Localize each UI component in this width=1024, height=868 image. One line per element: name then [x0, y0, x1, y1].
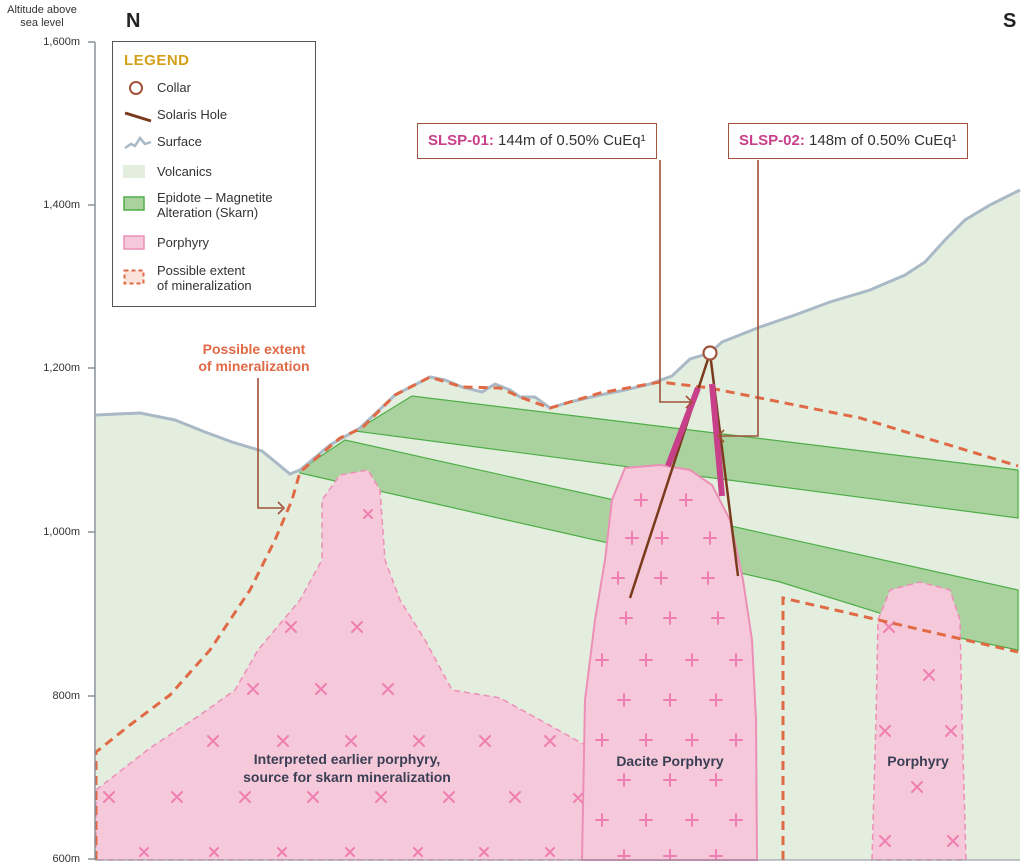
hole-id: SLSP-02:: [739, 132, 805, 149]
dacite-porphyry-label: Dacite Porphyry: [616, 753, 724, 769]
legend-label: Solaris Hole: [157, 107, 228, 122]
legend-item-solaris-hole: Solaris Hole: [123, 107, 313, 127]
legend-item-surface: Surface: [123, 134, 313, 154]
tick-label: 1,400m: [43, 199, 80, 211]
tick-label: 1,000m: [43, 526, 80, 538]
porphyry-swatch: [123, 235, 145, 250]
legend-label: Porphyry: [157, 235, 210, 250]
surface-line: [95, 188, 1021, 476]
porphyry-marks: [103, 493, 959, 861]
tick-label: 600m: [52, 853, 80, 865]
callout-slsp-02: SLSP-02: 148m of 0.50% CuEq¹: [728, 123, 968, 159]
drill-hole-icon: [124, 111, 152, 123]
collar-icon: [702, 345, 718, 361]
intercept-text: 148m of 0.50% CuEq¹: [804, 132, 957, 149]
callout-slsp-01: SLSP-01: 144m of 0.50% CuEq¹: [417, 123, 657, 159]
volcanics-swatch: [123, 165, 145, 178]
legend-title: LEGEND: [124, 52, 190, 69]
intercept-text: 144m of 0.50% CuEq¹: [493, 132, 646, 149]
legend-item-volcanics: Volcanics: [123, 164, 313, 184]
intercept-slsp-01: [665, 386, 701, 468]
porphyry-label: Porphyry: [887, 753, 949, 769]
legend: LEGEND Collar Solaris Hole Surface Volca…: [112, 41, 316, 307]
intercept-slsp-02: [709, 383, 725, 497]
legend-item-porphyry: Porphyry: [123, 235, 313, 255]
legend-label: Surface: [157, 134, 202, 149]
north-label: N: [126, 10, 141, 32]
collar-icon: [129, 81, 143, 95]
y-axis-ticks: [88, 41, 95, 860]
earlier-porphyry-body: [95, 469, 586, 861]
legend-item-collar: Collar: [123, 80, 313, 100]
porphyry-body-south: [871, 581, 967, 861]
mineralization-extent-outline-south: [781, 596, 1019, 860]
earlier-porphyry-label: Interpreted earlier porphyry,source for …: [243, 751, 451, 785]
hole-id: SLSP-01:: [428, 132, 494, 149]
tick-label: 1,600m: [43, 36, 80, 48]
mineralization-extent-outline: [94, 375, 1019, 860]
y-axis-title: Altitude above sea level: [7, 4, 77, 29]
tick-label: 800m: [52, 690, 80, 702]
extent-swatch: [123, 269, 145, 285]
dacite-porphyry-body: [580, 463, 759, 861]
legend-label: Collar: [157, 80, 191, 95]
skarn-swatch: [123, 196, 145, 211]
south-label: S: [1003, 10, 1017, 32]
surface-line-icon: [124, 135, 152, 150]
legend-label: Volcanics: [157, 164, 212, 179]
tick-label: 1,200m: [43, 362, 80, 374]
callout-leaders: [257, 160, 759, 515]
